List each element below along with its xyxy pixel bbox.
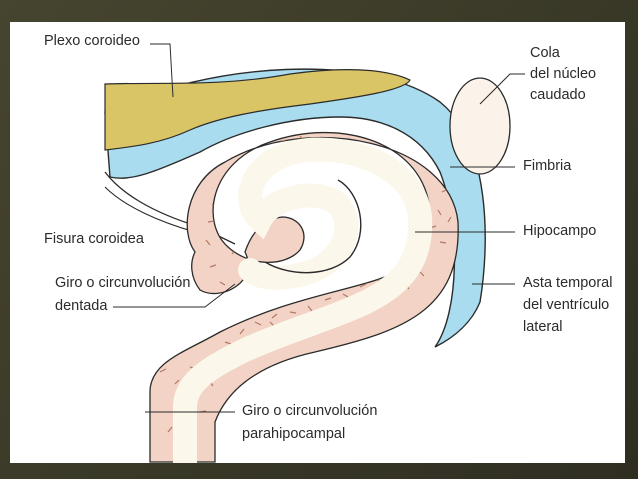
leader-cola	[479, 73, 525, 105]
label-giro-para-line1: Giro o circunvolución	[242, 403, 378, 419]
label-asta-line1: Asta temporal	[523, 275, 613, 291]
diagram-canvas: Plexo coroideo Cola del núcleo caudado F…	[10, 22, 625, 463]
label-giro-para-line2: parahipocampal	[242, 426, 346, 442]
label-hipocampo: Hipocampo	[523, 223, 597, 239]
label-giro-dentado-line2: dentada	[55, 298, 108, 314]
leader-lines	[113, 43, 525, 413]
caudate-tail	[449, 77, 511, 175]
leader-plexo	[150, 43, 174, 98]
label-cola-line2: del núcleo	[530, 66, 597, 82]
label-plexo-coroideo: Plexo coroideo	[44, 33, 140, 49]
label-asta-line2: del ventrículo	[523, 297, 610, 313]
hippocampus-diagram	[104, 43, 525, 463]
label-fimbria: Fimbria	[523, 158, 572, 174]
label-giro-dentado-line1: Giro o circunvolución	[55, 275, 191, 291]
choroid-fissure-line-2	[104, 186, 196, 233]
label-asta-line3: lateral	[523, 319, 563, 335]
hippocampus-spiral-line	[264, 179, 362, 274]
label-fisura-coroidea: Fisura coroidea	[44, 231, 144, 247]
choroid-plexus	[104, 69, 411, 151]
leader-giro-dentado	[113, 283, 236, 308]
white-matter-band	[173, 137, 433, 463]
label-cola-line1: Cola	[530, 45, 560, 61]
label-cola-line3: caudado	[530, 87, 586, 103]
